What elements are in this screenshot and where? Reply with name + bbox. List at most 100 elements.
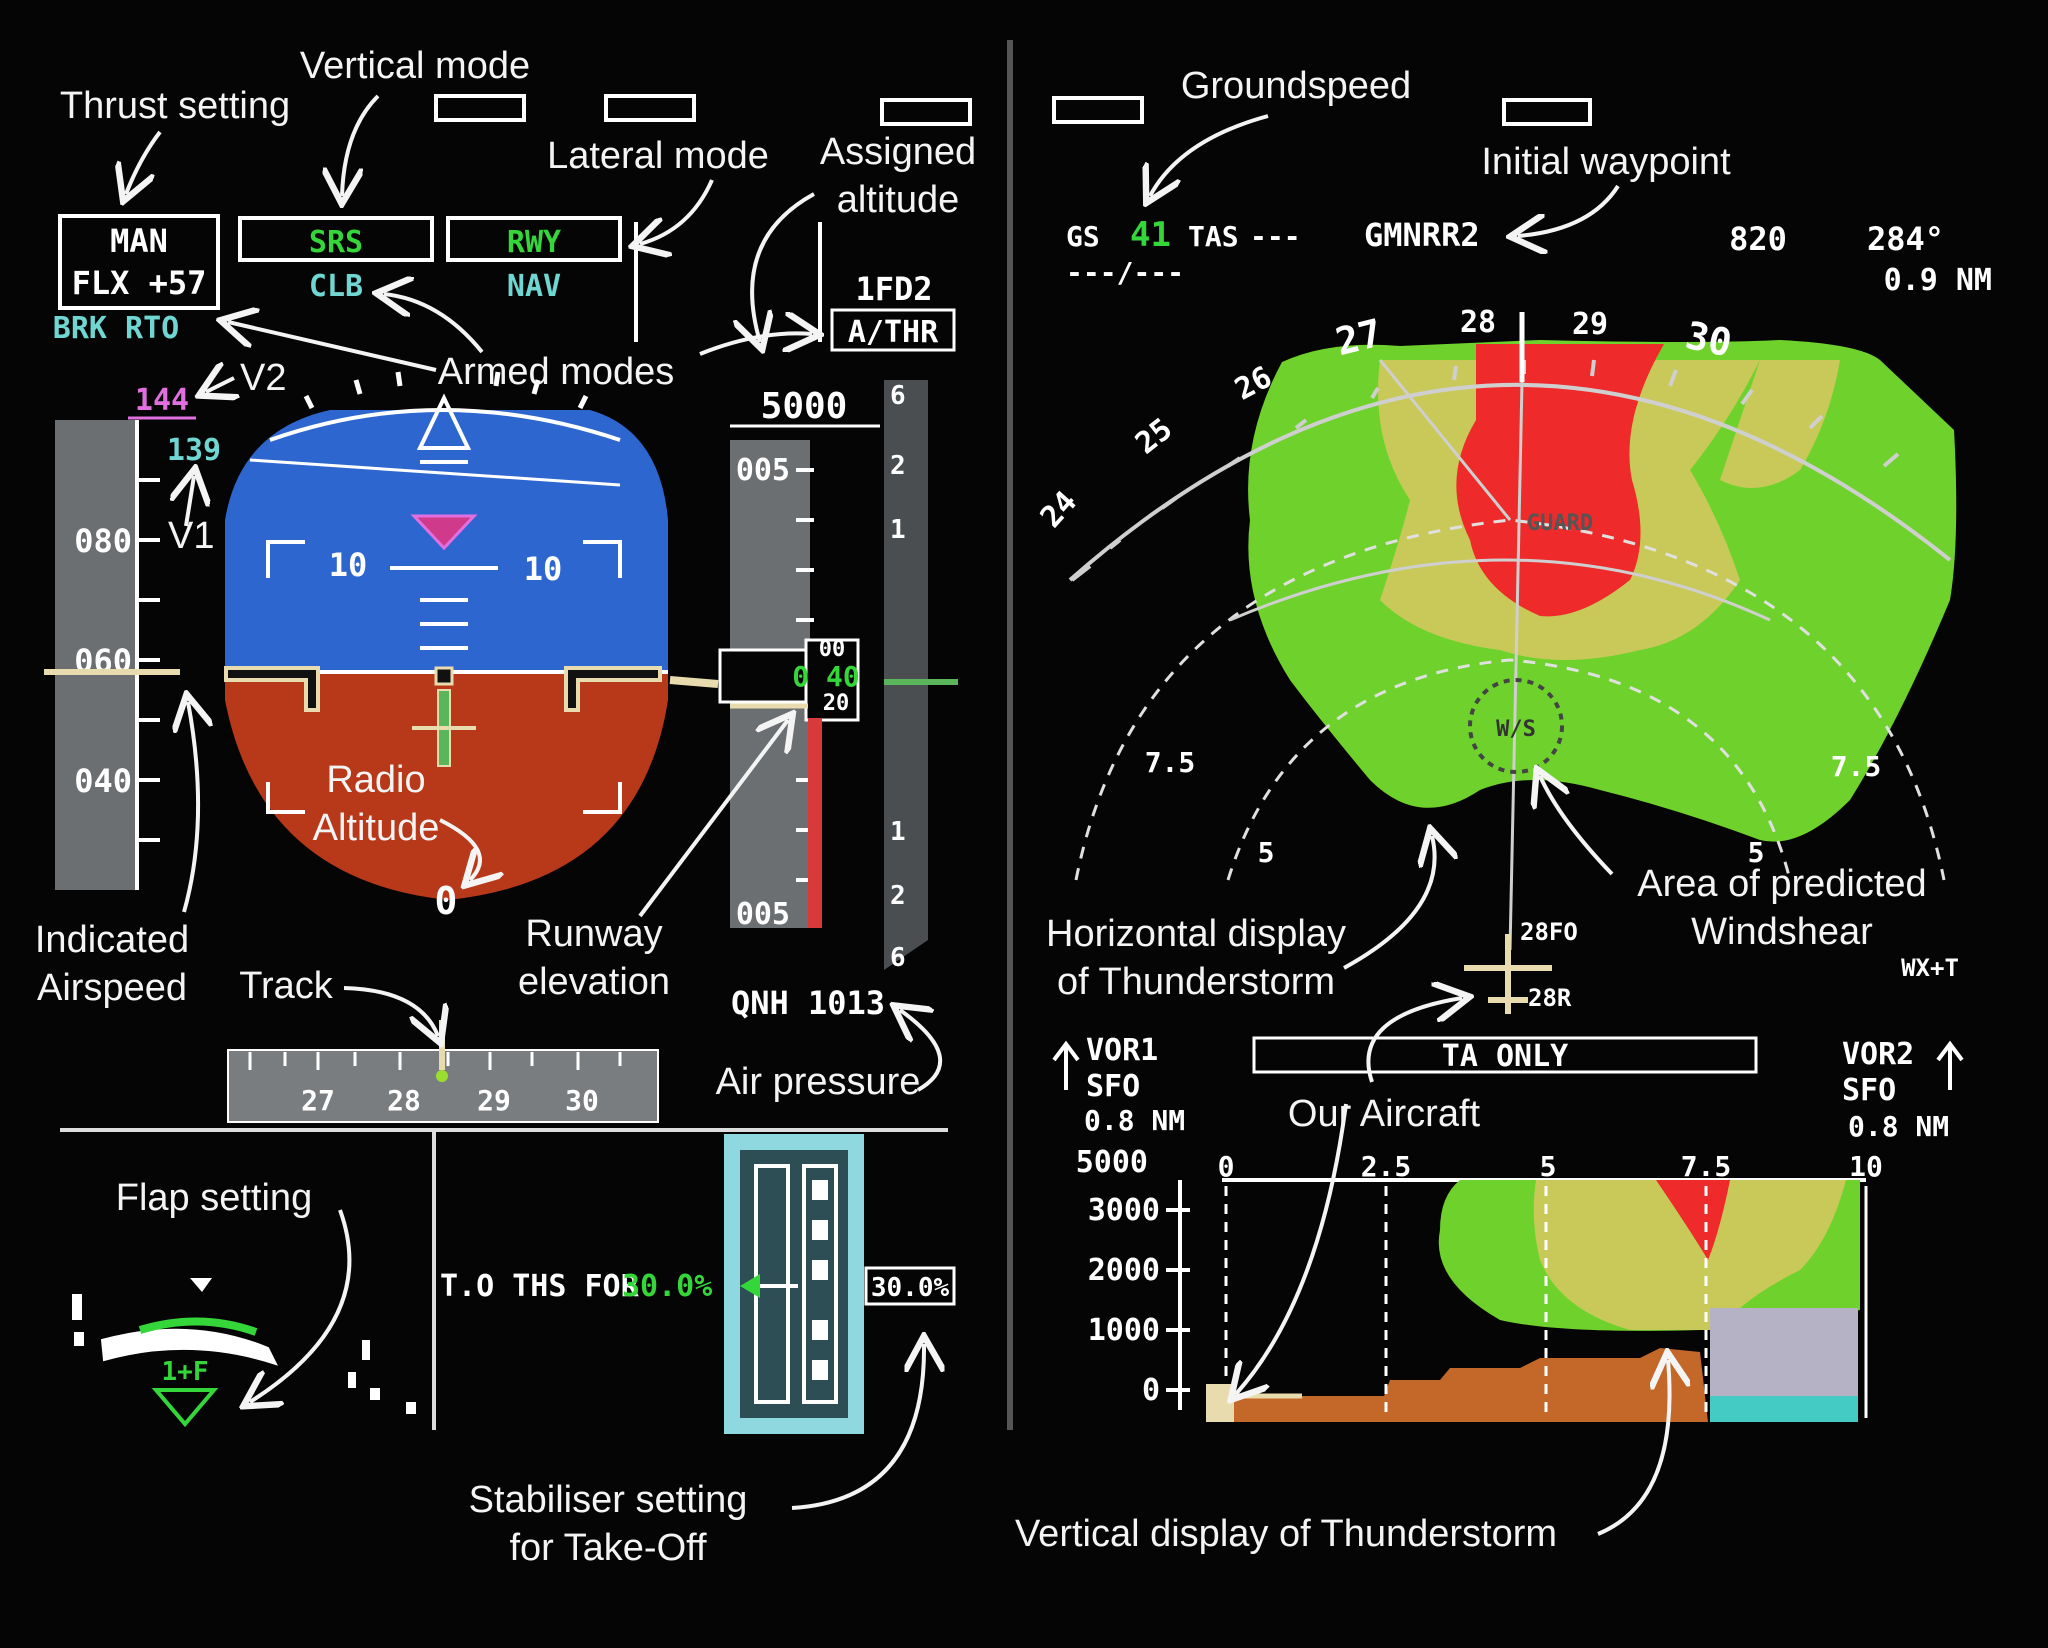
vor1-arrow-icon xyxy=(1052,1040,1080,1090)
mode-icon-4 xyxy=(1052,96,1144,124)
speed-label-040: 040 xyxy=(74,762,132,800)
label-indicated-airspeed-2: Airspeed xyxy=(37,967,187,1009)
fma-vertical: SRS CLB xyxy=(238,216,434,304)
label-thrust-setting: Thrust setting xyxy=(60,85,290,127)
compass-label-25: 25 xyxy=(1129,412,1179,462)
label-groundspeed: Groundspeed xyxy=(1181,65,1411,107)
wx-label: GUARD xyxy=(1527,511,1593,536)
vor2-arrow-icon xyxy=(1936,1040,1964,1090)
mode-icon-3 xyxy=(880,98,972,126)
v1-speed-value: 139 xyxy=(167,433,221,468)
fma-vertical-armed: CLB xyxy=(309,269,363,304)
own-aircraft-symbol xyxy=(1464,934,1552,1014)
label-vertical-mode: Vertical mode xyxy=(300,45,530,87)
vs-label-2-top: 2 xyxy=(890,451,906,481)
vd-terrain xyxy=(1222,1348,1708,1422)
heading-label-30: 30 xyxy=(565,1084,599,1117)
fd-status: 1FD2 xyxy=(855,270,932,308)
altitude-readout: 820 xyxy=(1729,220,1787,258)
distance-readout: 0.9 NM xyxy=(1884,263,1992,298)
label-flap-setting: Flap setting xyxy=(116,1177,312,1219)
vd-dist-5: 5 xyxy=(1540,1150,1557,1183)
vd-dist-10: 10 xyxy=(1849,1150,1883,1183)
vor1-distance: 0.8 NM xyxy=(1084,1104,1185,1137)
label-our-aircraft: Our Aircraft xyxy=(1288,1093,1481,1135)
speed-label-080: 080 xyxy=(74,522,132,560)
vd-alt-1000: 1000 xyxy=(1088,1313,1160,1348)
vd-storm-red xyxy=(1656,1180,1730,1260)
label-runway-elevation-1: Runway xyxy=(525,913,662,955)
vs-label-1-bottom: 1 xyxy=(890,817,906,847)
compass-label-28: 28 xyxy=(1460,305,1496,340)
vd-alt-2000: 2000 xyxy=(1088,1253,1160,1288)
pfd: MAN FLX +57 BRK RTO SRS CLB RWY NAV 1FD2… xyxy=(44,94,1592,1123)
fma-lateral-active: RWY xyxy=(507,225,561,260)
fma-thrust-line2: FLX +57 xyxy=(72,264,207,302)
weather-area-red xyxy=(1456,344,1664,617)
label-initial-waypoint: Initial waypoint xyxy=(1481,141,1731,183)
altitude-label-top: 005 xyxy=(736,453,790,488)
fma-lateral: RWY NAV xyxy=(446,216,622,304)
trim-value: 30.0% xyxy=(622,1269,712,1304)
fma-thrust-line1: MAN xyxy=(110,222,168,260)
label-runway-elevation-2: elevation xyxy=(518,961,670,1003)
athr-status: A/THR xyxy=(848,315,939,350)
fma-thrust-armed: BRK RTO xyxy=(53,311,179,346)
flap-setting-value: 1+F xyxy=(162,1357,209,1387)
vor2-distance: 0.8 NM xyxy=(1848,1110,1949,1143)
fma-vertical-active: SRS xyxy=(309,225,363,260)
label-stabiliser-1: Stabiliser setting xyxy=(469,1479,748,1521)
altitude-drum-bottom: 20 xyxy=(823,691,850,716)
heading-label-28: 28 xyxy=(387,1084,421,1117)
compass-label-27: 27 xyxy=(1331,311,1386,365)
vor2-label: VOR2 xyxy=(1842,1037,1914,1072)
v2-speed-value: 144 xyxy=(135,383,189,418)
track-heading-tape: 27 28 29 30 xyxy=(227,1020,659,1123)
annotation-arrows xyxy=(126,94,1670,1536)
vd-dist-2-5: 2.5 xyxy=(1361,1150,1412,1183)
mode-icon-2 xyxy=(604,94,696,122)
compass-label-29: 29 xyxy=(1572,307,1608,342)
label-radio-altitude-2: Altitude xyxy=(313,807,440,849)
ta-only-message: TA ONLY xyxy=(1442,1039,1568,1074)
speed-tape: 080 060 040 144 139 xyxy=(44,383,221,890)
heading-label-27: 27 xyxy=(301,1084,335,1117)
heading-label-29: 29 xyxy=(477,1084,511,1117)
label-air-pressure: Air pressure xyxy=(716,1061,921,1103)
label-windshear-2: Windshear xyxy=(1691,911,1873,953)
ecam-flaps: 1+F xyxy=(72,1278,416,1428)
label-vertical-thunderstorm: Vertical display of Thunderstorm xyxy=(1015,1513,1557,1555)
radio-altitude-value: 0 xyxy=(435,879,458,923)
runway-label-1: 28FO xyxy=(1520,918,1578,946)
vd-alt-5000: 5000 xyxy=(1076,1145,1148,1180)
vor1-id: SFO xyxy=(1086,1069,1140,1104)
runway-label-2: 28R xyxy=(1528,984,1572,1012)
trim-text: T.O THS FOR xyxy=(440,1269,640,1304)
vd-alt-0: 0 xyxy=(1142,1373,1160,1408)
label-assigned-altitude-1: Assigned xyxy=(820,131,976,173)
attitude-indicator: 10 10 0 xyxy=(224,371,668,923)
nd-mode-text: WX+T xyxy=(1901,954,1959,982)
windshear-label: W/S xyxy=(1496,717,1536,742)
header-icons xyxy=(434,94,1592,126)
label-stabiliser-2: for Take-Off xyxy=(509,1527,707,1569)
range-label-5-left: 5 xyxy=(1258,836,1275,869)
vs-label-6-top: 6 xyxy=(890,381,906,411)
tas-value: --- xyxy=(1250,220,1301,253)
compass-label-24: 24 xyxy=(1034,485,1084,535)
vd-dist-7-5: 7.5 xyxy=(1681,1150,1732,1183)
qnh-readout: QNH 1013 xyxy=(731,984,885,1022)
label-v1: V1 xyxy=(168,515,214,557)
initial-waypoint-value: GMNRR2 xyxy=(1364,216,1480,254)
label-v2: V2 xyxy=(240,357,286,399)
compass-label-30: 30 xyxy=(1682,313,1736,366)
selected-altitude: 5000 xyxy=(761,386,848,427)
pitch-label-left: 10 xyxy=(329,546,368,584)
range-label-7-5-right: 7.5 xyxy=(1831,750,1882,783)
windshear-circle xyxy=(1468,678,1564,774)
vs-label-2-bottom: 2 xyxy=(890,881,906,911)
vertical-display: 5000 3000 2000 1000 0 0 2.5 5 7.5 10 xyxy=(1076,1145,1883,1422)
navigation-display: GS 41 TAS --- ---/--- GMNRR2 820 284° 0.… xyxy=(1034,215,1992,1143)
mode-icon-1 xyxy=(434,94,526,122)
